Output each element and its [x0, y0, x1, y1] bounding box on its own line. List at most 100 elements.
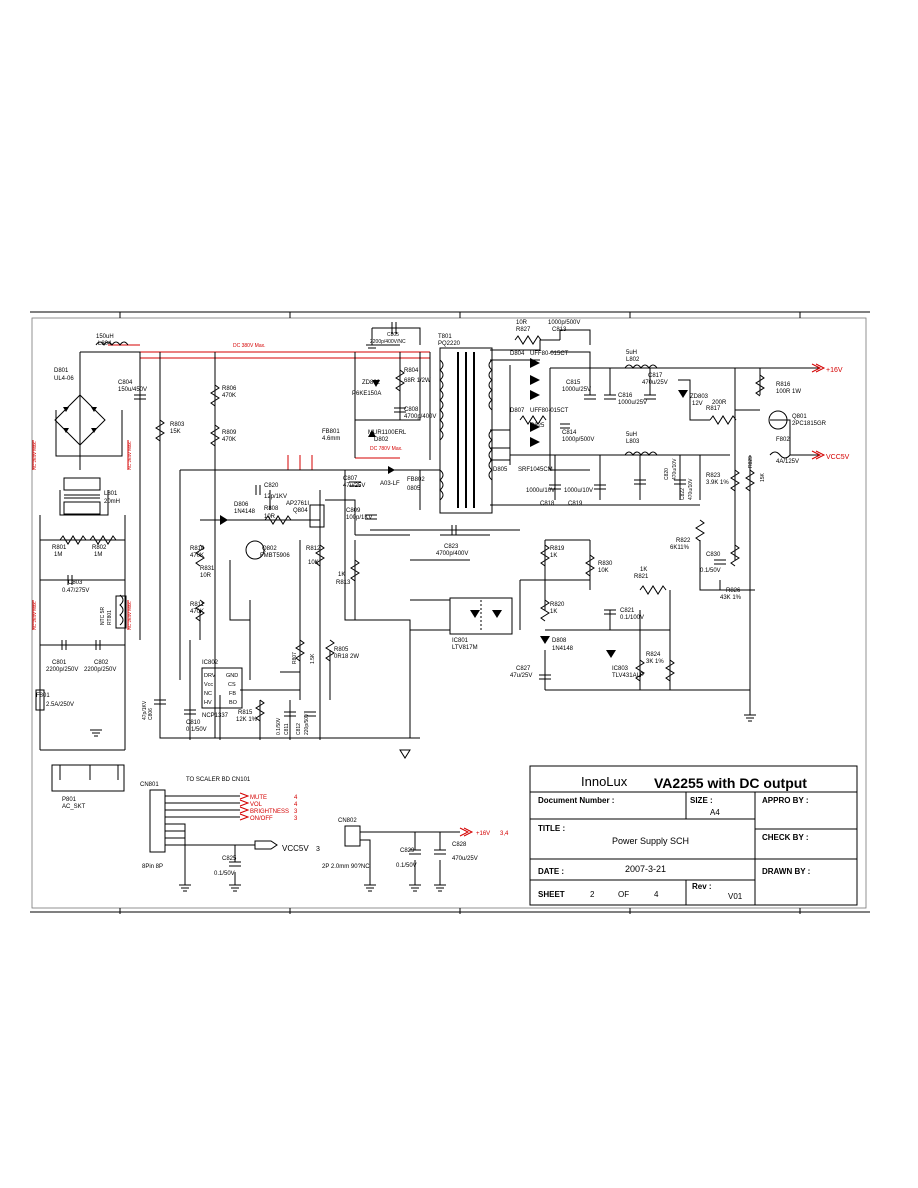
label-r823: R823 [706, 473, 721, 479]
label-d802: D802 [374, 437, 389, 443]
value-r830: 10K [598, 568, 609, 574]
value-d808: 1N4148 [552, 646, 574, 652]
value-fb801: 4.6mm [322, 436, 340, 442]
value-r829: 15K [760, 472, 766, 482]
signal-onoff-page: 3 [294, 816, 298, 822]
label-ic803: IC803 [612, 666, 629, 672]
value-c811: 0.1/50V [276, 717, 282, 735]
value-r807: 1.5K [310, 653, 316, 664]
label-ic802: IC802 [202, 660, 219, 666]
value-c830: 0.1/50V [700, 568, 721, 574]
size-value: A4 [710, 808, 720, 817]
ntc-rt801-symbol [115, 595, 127, 629]
label-c823: C823 [444, 544, 459, 550]
ground-symbols [90, 344, 756, 892]
appro-label: APPRO BY : [762, 796, 809, 805]
label-c817: C817 [648, 373, 663, 379]
out-vcc5v-label: VCC5V [826, 454, 850, 461]
rev-value: V01 [728, 892, 743, 901]
label-c806: C806 [148, 708, 154, 720]
dc-bus-label: DC 380V Max. [233, 343, 266, 349]
label-r802: R802 [92, 545, 107, 551]
label-d807: D807 [510, 408, 525, 414]
fuse-f801-symbol [35, 689, 45, 711]
label-r821: R821 [634, 574, 649, 580]
output-diode-symbols [530, 358, 540, 447]
ic802-pin-labels: DRV GND Vcc CS NC FB HV BO [204, 673, 238, 706]
label-q801: Q801 [792, 414, 807, 420]
value-r809: 470K [222, 437, 236, 443]
value-l801: 20mH [104, 499, 120, 505]
value-r804: 68R 1/2W [404, 378, 431, 384]
value-d804: UFF80-015CT [530, 351, 569, 357]
date-label: DATE : [538, 867, 564, 876]
value-r826: 43K 1% [720, 595, 742, 601]
value-c806: 47p/1KV [142, 700, 148, 720]
label-zd803: ZD803 [690, 394, 709, 400]
label-c804: C804 [118, 380, 133, 386]
capacitor-symbols [61, 322, 726, 867]
value-r817: 200R [712, 400, 727, 406]
label-d808: D808 [552, 638, 567, 644]
signal-mute: MUTE [250, 795, 267, 801]
value-f802: 4A/125V [776, 459, 799, 465]
label-cn802: CN802 [338, 818, 357, 824]
signal-brightness-page: 3 [294, 809, 298, 815]
value-d806: 1N4148 [234, 509, 256, 515]
component-labels: D801 UL4-06 150uH L804 C804 150u/450V R8… [36, 320, 827, 877]
check-label: CHECK BY : [762, 833, 809, 842]
label-c805: C805 [387, 332, 399, 338]
zd803-symbol [678, 390, 688, 398]
high-voltage-nets [32, 344, 430, 630]
label-d801: D801 [54, 368, 69, 374]
label-c811: C811 [284, 723, 290, 735]
value-c803: 0.47/275V [62, 588, 89, 594]
value-l802: 5uH [626, 350, 637, 356]
label-c820b: C820 [664, 468, 670, 480]
value-c810: 0.1/50V [186, 727, 207, 733]
value-c809: 100p/1KV [346, 515, 372, 521]
label-l801: L801 [104, 491, 118, 497]
label-r826: R826 [726, 588, 741, 594]
label-r807: R807 [292, 652, 298, 664]
value-d801: UL4-06 [54, 376, 74, 382]
label-l803: L803 [626, 439, 640, 445]
value-c812: 220p/50V [304, 713, 310, 735]
label-c828: C828 [452, 842, 467, 848]
title-label: TITLE : [538, 824, 565, 833]
value-c815: 1000u/25V [562, 387, 591, 393]
transistor-q801-symbol [768, 410, 788, 430]
value-d805: SRF1045CM [518, 467, 553, 473]
label-c816: C816 [618, 393, 633, 399]
label-d804: D804 [510, 351, 525, 357]
label-r816: R816 [776, 382, 791, 388]
value-c827: 47u/25V [510, 673, 532, 679]
sheet-total: 4 [654, 890, 659, 899]
label-fb801: FB801 [322, 429, 340, 435]
label-r830: R830 [598, 561, 613, 567]
value-c804: 150u/450V [118, 387, 147, 393]
drawn-label: DRAWN BY : [762, 867, 810, 876]
scaler-heading: TO SCALER BD CN101 [186, 777, 251, 783]
d802-symbol [368, 430, 376, 437]
label-r811: R811 [190, 602, 205, 608]
label-c819: C819 [568, 501, 583, 507]
label-c809: C809 [346, 508, 361, 514]
label-zd802: ZD802 [362, 380, 381, 386]
p16v-port-page: 3,4 [500, 831, 509, 837]
label-c820: C820 [264, 483, 279, 489]
label-c814: C814 [562, 430, 577, 436]
fuse-f802-symbol [769, 451, 791, 459]
value-r827: 10R [516, 320, 528, 326]
value-fb802: 0805 [407, 486, 421, 492]
label-c803: C803 [68, 580, 83, 586]
label-r810: R810 [190, 546, 205, 552]
label-ic801: IC801 [452, 638, 469, 644]
label-f802: F802 [776, 437, 790, 443]
value-t801: PQ2220 [438, 341, 461, 347]
value-c820: 12p/1KV [264, 494, 287, 500]
value-c818: 1000u/10V [526, 488, 555, 494]
value-r822: 6K11% [670, 545, 690, 551]
value-r810: 470K [190, 553, 204, 559]
rev-label: Rev : [692, 882, 712, 891]
